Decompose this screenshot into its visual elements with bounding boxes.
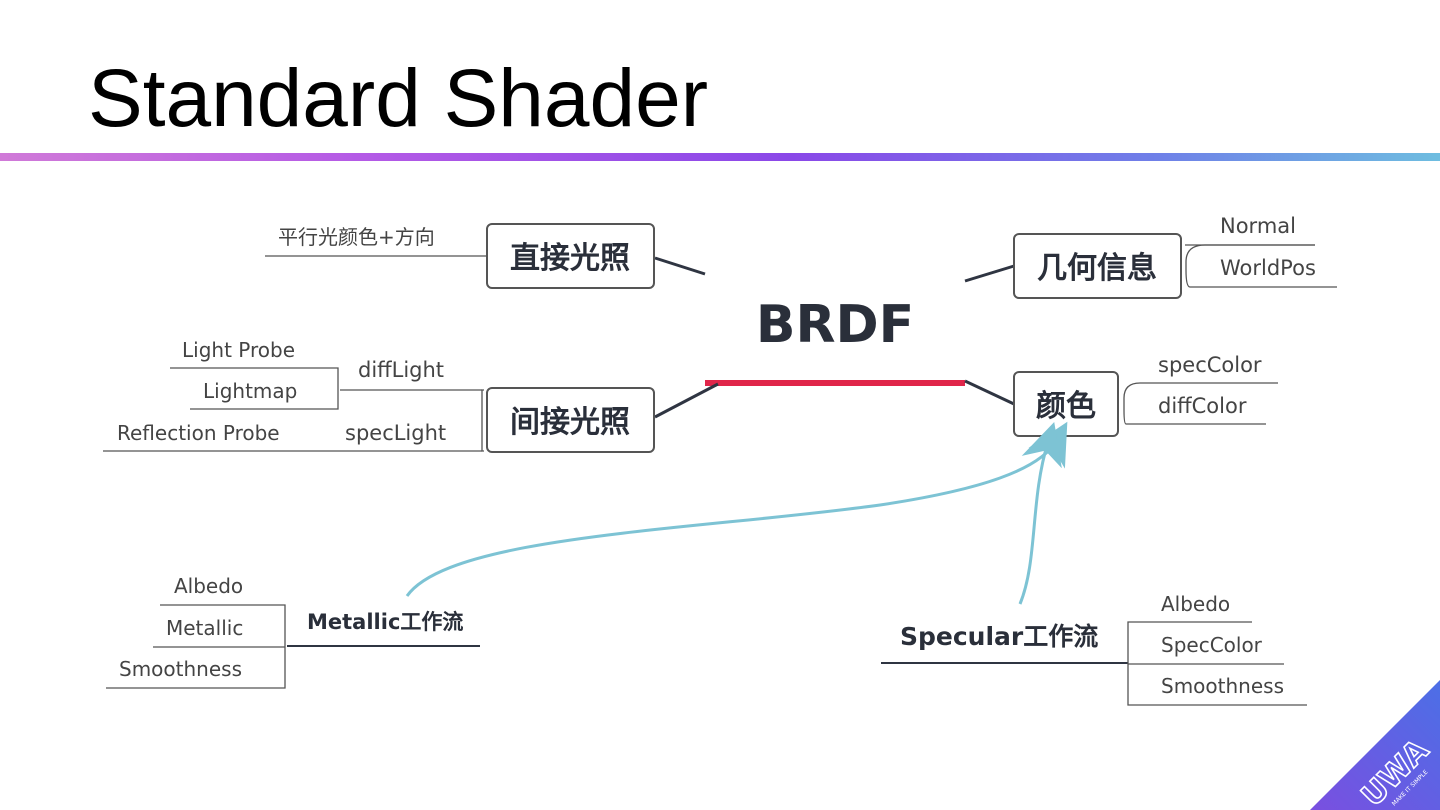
indirect-light-node [486, 387, 655, 453]
metallic-child-0: Albedo [174, 574, 243, 598]
direct-light-child-0: 平行光颜色+方向 [278, 225, 435, 249]
spec-light-label: specLight [345, 421, 446, 445]
direct-light-label: 直接光照 [510, 241, 630, 276]
title-gradient-bar [0, 153, 1440, 161]
metallic-to-color-arrow [405, 421, 1068, 597]
connector-geometry [964, 264, 1015, 283]
connector-indirect [654, 382, 719, 419]
geometry-child-0: Normal [1220, 214, 1296, 238]
diff-light-child-1: Lightmap [203, 379, 297, 403]
connector-direct [654, 256, 706, 276]
color-child-0: specColor [1158, 353, 1262, 377]
indirect-light-label: 间接光照 [510, 405, 630, 440]
metallic-child-2: Smoothness [119, 657, 242, 681]
specular-child-0: Albedo [1161, 592, 1230, 616]
color-bracket-curve [1123, 382, 1141, 425]
center-node-label: BRDF [756, 295, 914, 355]
color-label: 颜色 [1036, 389, 1096, 424]
metallic-child-1: Metallic [166, 616, 243, 640]
specular-child-2: Smoothness [1161, 674, 1284, 698]
geometry-bracket-curve [1185, 244, 1206, 288]
specular-to-color-arrow [1018, 421, 1062, 605]
spec-light-child-0: Reflection Probe [117, 421, 280, 445]
diff-light-bracket [170, 367, 339, 410]
specular-child-1: SpecColor [1161, 633, 1263, 657]
metallic-workflow-label: Metallic工作流 [307, 610, 463, 634]
diff-light-label: diffLight [358, 358, 444, 382]
geometry-child-1: WorldPos [1220, 256, 1316, 280]
color-child-1: diffColor [1158, 394, 1247, 418]
indirect-bracket [481, 389, 484, 452]
slide-title: Standard Shader [88, 53, 709, 144]
diff-light-child-0: Light Probe [182, 338, 295, 362]
connector-color [964, 379, 1015, 406]
specular-workflow-label: Specular工作流 [900, 622, 1098, 651]
geometry-label: 几何信息 [1037, 251, 1157, 286]
geometry-node [1013, 233, 1182, 299]
uwa-logo: UWA MAKE IT SIMPLE [1310, 680, 1440, 810]
